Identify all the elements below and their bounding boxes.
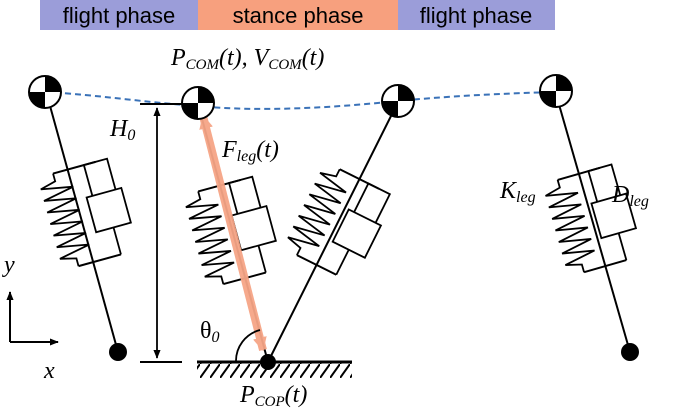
force-label-arg: (t) bbox=[256, 137, 279, 163]
phase-flight-2-bar bbox=[398, 0, 555, 30]
axis-x-label: x bbox=[43, 358, 55, 384]
foot-1 bbox=[109, 343, 127, 361]
com-label-sub: COM bbox=[186, 57, 221, 73]
com-marker-3 bbox=[381, 84, 415, 118]
cop-label-main: P bbox=[239, 382, 255, 408]
theta-label-main: θ bbox=[200, 318, 212, 344]
d-label-main: D bbox=[611, 182, 629, 208]
d-label-sub: leg bbox=[629, 193, 649, 210]
k-label: Kleg bbox=[499, 178, 536, 206]
com-label-main: P bbox=[170, 45, 186, 71]
d-label: Dleg bbox=[611, 182, 649, 210]
vel-label-sub: COM bbox=[268, 57, 303, 73]
phase-flight-2-label: flight phase bbox=[420, 3, 533, 28]
theta-label: θ0 bbox=[200, 318, 220, 346]
phase-stance-bar bbox=[198, 0, 398, 30]
leg-1 bbox=[40, 94, 132, 361]
phase-flight-1-label: flight phase bbox=[63, 3, 176, 28]
cop-label: PCOP(t) bbox=[239, 382, 307, 410]
height-dimension bbox=[140, 103, 200, 363]
phase-flight-1-bar bbox=[40, 0, 198, 30]
com-marker-4 bbox=[539, 74, 573, 108]
vel-label-main: V bbox=[254, 45, 271, 71]
h0-label-main: H bbox=[109, 116, 129, 142]
com-marker-2 bbox=[181, 86, 215, 120]
spring-damper-3 bbox=[287, 168, 392, 276]
vel-label-arg: (t) bbox=[302, 45, 325, 71]
k-label-main: K bbox=[499, 178, 518, 204]
com-marker-1 bbox=[28, 75, 62, 109]
foot-4 bbox=[621, 343, 639, 361]
leg-3 bbox=[267, 101, 399, 363]
axis-y-label: y bbox=[2, 252, 15, 278]
phase-stance-label: stance phase bbox=[233, 3, 364, 28]
h0-label-sub: 0 bbox=[127, 127, 135, 144]
force-label-sub: leg bbox=[237, 148, 257, 165]
coordinate-axes bbox=[6, 291, 59, 346]
theta-arc bbox=[235, 329, 261, 363]
spring-damper-4 bbox=[545, 163, 638, 274]
com-trajectory bbox=[44, 91, 557, 110]
cop-label-sub: COP bbox=[255, 394, 285, 410]
cop-point bbox=[260, 354, 276, 370]
force-label: Fleg(t) bbox=[221, 137, 279, 165]
k-label-sub: leg bbox=[516, 189, 536, 206]
com-label-arg: (t), bbox=[219, 45, 254, 71]
spring-damper-1 bbox=[40, 157, 132, 268]
h0-label: H0 bbox=[109, 116, 135, 144]
leg-4 bbox=[545, 93, 639, 361]
force-label-main: F bbox=[221, 137, 237, 163]
phase-bar: flight phase stance phase flight phase bbox=[40, 0, 555, 30]
com-label: PCOM(t), VCOM(t) bbox=[170, 45, 324, 73]
cop-label-arg: (t) bbox=[285, 382, 308, 408]
force-arrow bbox=[199, 114, 267, 352]
theta-label-sub: 0 bbox=[212, 329, 220, 346]
